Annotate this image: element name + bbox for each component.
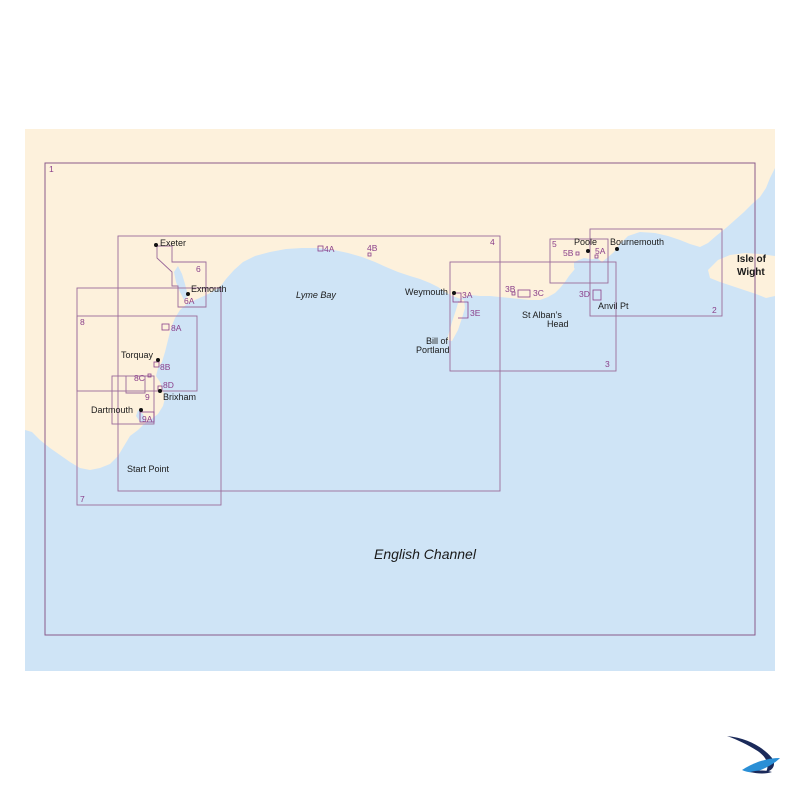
exeter-dot — [154, 243, 158, 247]
chart-4-label: 4 — [490, 237, 495, 247]
chart-6-label: 6 — [196, 264, 201, 274]
bill-of-portland-label-2: Portland — [416, 345, 450, 355]
plan-4a-label: 4A — [324, 244, 335, 254]
plan-9a-label: 9A — [142, 414, 153, 424]
torquay-dot — [156, 358, 160, 362]
brixham-dot — [158, 389, 162, 393]
plan-3e-label: 3E — [470, 308, 481, 318]
english-channel-label: English Channel — [374, 546, 477, 562]
chart-6-frame — [156, 245, 207, 308]
plan-8a-label: 8A — [171, 323, 182, 333]
torquay-label: Torquay — [121, 350, 154, 360]
plan-8d-label: 8D — [163, 380, 174, 390]
exmouth-dot — [186, 292, 190, 296]
plan-3c-label: 3C — [533, 288, 544, 298]
chart-3-label: 3 — [605, 359, 610, 369]
plan-3b-label: 3B — [505, 284, 516, 294]
start-point-label: Start Point — [127, 464, 170, 474]
chart-7-frame — [76, 287, 222, 506]
chart-1-label: 1 — [49, 164, 54, 174]
plan-3e-box — [458, 301, 469, 319]
st-albans-head-label-1: St Alban’s — [522, 310, 562, 320]
chart-7-label: 7 — [80, 494, 85, 504]
isle-of-wight-label-2: Wight — [737, 267, 765, 278]
plan-3d-box — [592, 289, 602, 301]
plan-3a-box — [452, 292, 462, 303]
exmouth-label: Exmouth — [191, 284, 227, 294]
exeter-label: Exeter — [160, 238, 186, 248]
plan-8a-box — [161, 323, 170, 331]
exe-estuary — [174, 266, 188, 300]
chart-6a-label: 6A — [184, 296, 195, 306]
plan-3c-box — [517, 289, 531, 298]
plan-5b-label: 5B — [563, 248, 574, 258]
chart-9-label: 9 — [145, 392, 150, 402]
st-albans-head-label-2: Head — [547, 319, 569, 329]
anvil-pt-label: Anvil Pt — [598, 301, 629, 311]
land-area — [25, 129, 775, 470]
chart-2-label: 2 — [712, 305, 717, 315]
isle-of-wight-land — [708, 253, 775, 298]
plan-8c-box — [147, 373, 152, 378]
dart-estuary — [136, 410, 146, 422]
plan-4b-box — [367, 252, 372, 257]
bournemouth-dot — [615, 247, 619, 251]
plan-4b-label: 4B — [367, 243, 378, 253]
plan-8b-label: 8B — [160, 362, 171, 372]
chart-5-label: 5 — [552, 239, 557, 249]
chart-1-frame — [44, 162, 756, 636]
brixham-label: Brixham — [163, 392, 196, 402]
plan-3d-label: 3D — [579, 289, 590, 299]
dartmouth-dot — [139, 408, 143, 412]
weymouth-label: Weymouth — [405, 287, 448, 297]
chart-3-frame — [449, 261, 617, 372]
swallow-logo-icon — [727, 736, 780, 774]
plan-8b-box — [153, 361, 160, 368]
poole-label: Poole — [574, 237, 597, 247]
plan-5a-box — [594, 254, 599, 259]
chart-8-frame — [76, 315, 198, 392]
bournemouth-label: Bournemouth — [610, 237, 664, 247]
chart-2-frame — [589, 228, 723, 317]
chart-8c-frame — [125, 376, 146, 394]
plan-5a-label: 5A — [595, 246, 606, 256]
solent-water — [705, 214, 775, 262]
poole-dot — [586, 249, 590, 253]
chart-8-label: 8 — [80, 317, 85, 327]
plan-8c-label: 8C — [134, 373, 145, 383]
plan-5b-box — [575, 251, 580, 256]
dartmouth-label: Dartmouth — [91, 405, 133, 415]
isle-of-wight-label-1: Isle of — [737, 254, 767, 265]
lyme-bay-label: Lyme Bay — [296, 290, 336, 300]
plan-3a-label: 3A — [462, 290, 473, 300]
plan-3b-box — [511, 291, 516, 296]
bill-of-portland-label-1: Bill of — [426, 336, 449, 346]
poole-harbour — [574, 258, 604, 276]
chart-5-frame — [549, 238, 609, 284]
chart-9-frame — [111, 375, 155, 425]
plan-9a-box — [139, 411, 155, 423]
weymouth-dot — [452, 291, 456, 295]
plan-4a-box — [317, 245, 324, 252]
chart-4-frame — [117, 235, 501, 492]
